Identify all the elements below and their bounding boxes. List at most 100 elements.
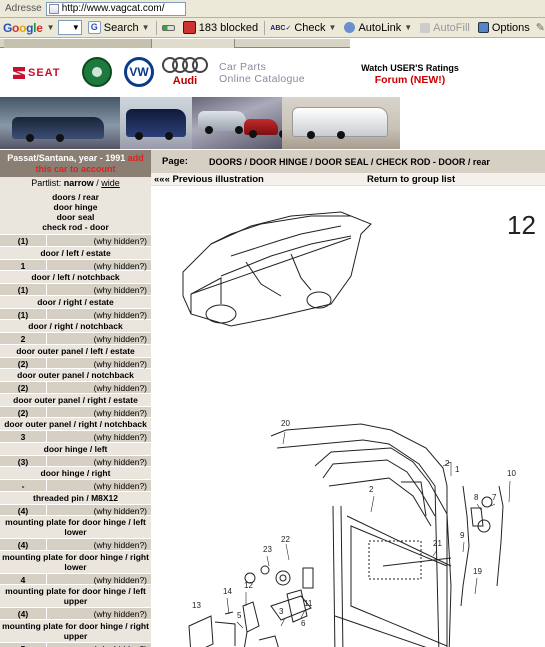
- skoda-logo-icon[interactable]: [82, 57, 112, 87]
- why-hidden-link[interactable]: (why hidden?): [93, 236, 147, 246]
- callout-labels: 201210872919212223121314113615165: [192, 419, 516, 628]
- main-content: Page: DOORS / DOOR HINGE / DOOR SEAL / C…: [151, 150, 545, 647]
- car-photo-4: [282, 97, 400, 149]
- edit-icon[interactable]: ✎: [535, 22, 545, 34]
- part-title[interactable]: door / right / estate: [0, 295, 151, 309]
- callout-label[interactable]: 2: [445, 459, 450, 468]
- part-quantity: 5: [0, 642, 47, 647]
- callout-label[interactable]: 22: [281, 535, 290, 544]
- partlist-narrow-link[interactable]: narrow: [63, 178, 94, 188]
- why-hidden-link[interactable]: (why hidden?): [93, 505, 147, 516]
- google-search-input[interactable]: ▼: [58, 20, 82, 35]
- callout-label[interactable]: 3: [279, 607, 284, 616]
- check-rod-drawing: [382, 485, 504, 607]
- audi-logo[interactable]: Audi: [162, 57, 208, 89]
- banner-filler: [400, 97, 545, 149]
- why-hidden-link[interactable]: (why hidden?): [93, 334, 147, 344]
- callout-label[interactable]: 14: [223, 587, 232, 596]
- search-button[interactable]: G Search ▼: [86, 21, 152, 34]
- part-title[interactable]: mounting plate for door hinge / left low…: [0, 516, 151, 539]
- part-qty-row: 4(why hidden?): [0, 573, 151, 585]
- part-quantity: (2): [0, 357, 47, 368]
- options-button[interactable]: Options: [476, 22, 532, 34]
- url-text: http://www.vagcat.com/: [61, 3, 165, 14]
- part-title[interactable]: mounting plate for door hinge / left upp…: [0, 585, 151, 608]
- part-qty-row: (1)(why hidden?): [0, 308, 151, 320]
- part-title[interactable]: mounting plate for door hinge / right up…: [0, 619, 151, 643]
- callout-label[interactable]: 13: [192, 601, 201, 610]
- callout-label[interactable]: 11: [304, 599, 313, 608]
- tab-1[interactable]: [4, 39, 152, 48]
- why-hidden-link[interactable]: (why hidden?): [93, 574, 147, 585]
- why-hidden-link[interactable]: (why hidden?): [93, 540, 147, 550]
- google-logo[interactable]: Google: [3, 20, 43, 35]
- partlist-wide-link[interactable]: wide: [101, 178, 120, 188]
- part-title[interactable]: door outer panel / left / estate: [0, 344, 151, 358]
- parts-illustration[interactable]: 12 201210872919212223121314113615165: [151, 186, 545, 647]
- part-title[interactable]: door outer panel / right / notchback: [0, 418, 151, 431]
- list-title[interactable]: doors / rear door hinge door seal check …: [0, 190, 151, 235]
- add-car-link[interactable]: add: [127, 153, 144, 163]
- return-group-list-link[interactable]: Return to group list: [367, 173, 456, 185]
- part-quantity: (4): [0, 504, 47, 515]
- add-car-account-link[interactable]: this car to account: [35, 164, 116, 174]
- chevron-down-icon[interactable]: ▼: [46, 23, 55, 32]
- part-quantity: 3: [0, 431, 47, 442]
- url-input[interactable]: http://www.vagcat.com/: [45, 1, 186, 16]
- why-hidden-link[interactable]: (why hidden?): [93, 456, 147, 467]
- car-photo-1: [0, 97, 120, 149]
- autolink-icon: [344, 22, 356, 33]
- callout-label[interactable]: 8: [474, 493, 479, 502]
- part-title[interactable]: door / left / estate: [0, 246, 151, 260]
- why-hidden-link[interactable]: (why hidden?): [93, 260, 147, 271]
- illustration-nav: ««« Previous illustration Return to grou…: [151, 173, 545, 186]
- callout-label[interactable]: 7: [492, 493, 497, 502]
- autolink-button[interactable]: AutoLink ▼: [342, 22, 414, 34]
- part-title[interactable]: door outer panel / right / estate: [0, 393, 151, 407]
- part-qty-row: (4) (why hidden?): [0, 504, 151, 516]
- callout-label[interactable]: 6: [301, 619, 306, 628]
- part-title[interactable]: door / left / notchback: [0, 271, 151, 284]
- callout-label[interactable]: 9: [460, 531, 465, 540]
- vw-logo[interactable]: VW: [124, 57, 154, 87]
- callout-label[interactable]: 19: [473, 567, 482, 576]
- why-hidden-link[interactable]: (why hidden?): [93, 285, 147, 295]
- spell-check-button[interactable]: ABC✓ Check ▼: [270, 21, 337, 34]
- part-title[interactable]: door hinge / left: [0, 442, 151, 456]
- autofill-button[interactable]: AutoFill: [418, 22, 472, 34]
- callout-label[interactable]: 21: [433, 539, 442, 548]
- callout-label[interactable]: 20: [281, 419, 290, 428]
- why-hidden-link[interactable]: (why hidden?): [93, 407, 147, 418]
- why-hidden-link[interactable]: (why hidden?): [93, 358, 147, 369]
- previous-illustration-link[interactable]: ««« Previous illustration: [154, 173, 264, 185]
- seat-logo[interactable]: SEAT: [13, 66, 71, 80]
- ratings-link[interactable]: Watch USER'S Ratings Forum (NEW!): [361, 63, 459, 86]
- google-g-icon: G: [87, 21, 101, 34]
- why-hidden-link[interactable]: (why hidden?): [93, 609, 147, 619]
- part-title[interactable]: threaded pin / M8X12: [0, 491, 151, 505]
- autofill-icon: [420, 22, 431, 33]
- part-title[interactable]: door outer panel / notchback: [0, 369, 151, 382]
- tab-2[interactable]: [152, 39, 235, 48]
- part-title[interactable]: door hinge / right: [0, 467, 151, 480]
- chevron-down-icon: ▼: [71, 23, 80, 32]
- callout-label[interactable]: 12: [244, 581, 253, 590]
- part-quantity: (2): [0, 406, 47, 417]
- popup-blocker-button[interactable]: 183 blocked: [181, 21, 260, 34]
- why-hidden-link[interactable]: (why hidden?): [93, 481, 147, 491]
- callout-label[interactable]: 1: [455, 465, 460, 474]
- callout-label[interactable]: 2: [369, 485, 374, 494]
- part-title[interactable]: mounting plate for door hinge / right lo…: [0, 550, 151, 574]
- why-hidden-link[interactable]: (why hidden?): [93, 432, 147, 442]
- callout-label[interactable]: 23: [263, 545, 272, 554]
- part-qty-row: (2) (why hidden?): [0, 357, 151, 369]
- why-hidden-link[interactable]: (why hidden?): [93, 309, 147, 320]
- callout-label[interactable]: 10: [507, 469, 516, 478]
- part-title[interactable]: door / right / notchback: [0, 320, 151, 333]
- part-quantity: (4): [0, 539, 47, 550]
- why-hidden-link[interactable]: (why hidden?): [93, 383, 147, 393]
- callout-label[interactable]: 5: [237, 611, 242, 620]
- partlist-toggle: Partlist: narrow / wide: [0, 177, 151, 190]
- pagerank-button[interactable]: [160, 24, 177, 31]
- why-hidden-link[interactable]: (why hidden?): [47, 643, 151, 647]
